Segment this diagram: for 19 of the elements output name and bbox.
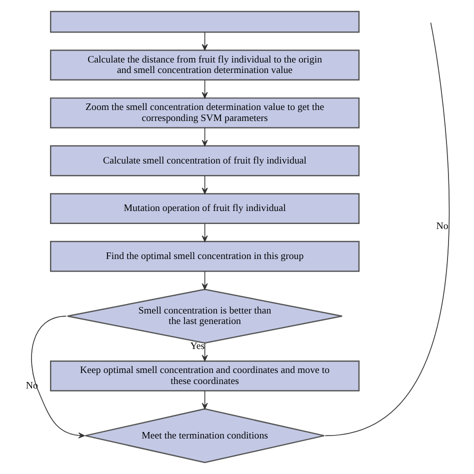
arrow (201, 175, 208, 194)
node-box: Keep optimal smell concentration and coordinates and move to these coordinates (50, 360, 360, 392)
arrow (201, 80, 208, 98)
node-box: Mutation operation of fruit fly individual (50, 193, 360, 224)
arrow (201, 223, 208, 242)
arrow (30, 316, 84, 438)
arrow (201, 127, 208, 146)
arrow (201, 32, 208, 50)
node-box (50, 10, 360, 33)
edge-label: No (436, 220, 448, 232)
node-diamond: Meet the termination conditions (84, 408, 324, 464)
node-box: Zoom the smell concentration determination value to get the corresponding SVM parameters (50, 97, 360, 128)
arrow (201, 270, 208, 290)
arrow (201, 390, 208, 410)
node-box: Calculate the distance from fruit fly individual to the origin and smell concentration determination value (50, 50, 360, 81)
arrow (201, 342, 208, 362)
node-box: Calculate smell concentration of fruit fly individual (50, 145, 360, 176)
node-diamond: Smell concentration is better than the last generation (66, 288, 342, 344)
node-box: Find the optimal smell concentration in this group (50, 240, 360, 272)
